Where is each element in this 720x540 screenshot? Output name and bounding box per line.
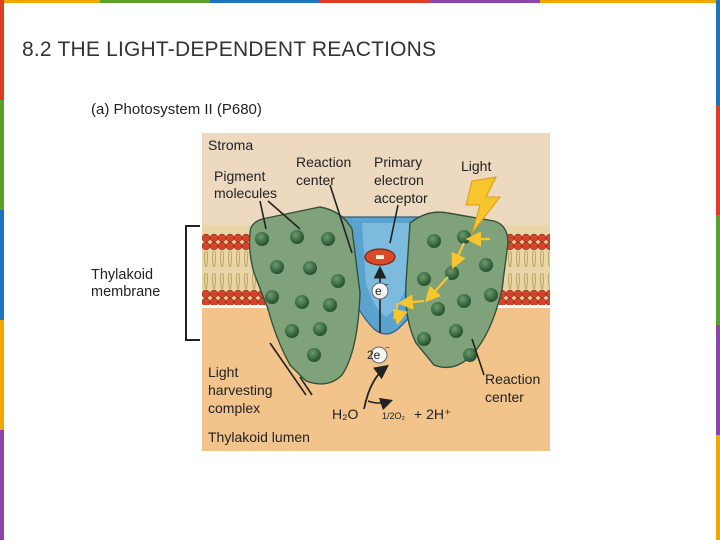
figure-caption: (a) Photosystem II (P680)	[91, 101, 262, 118]
reaction-center-top-1: Reaction	[296, 154, 351, 170]
half-o2-label: 1/2O₂	[382, 411, 406, 421]
electron-label: e	[375, 284, 382, 298]
leader-lines	[259, 184, 485, 396]
light-bolt-icon	[465, 176, 502, 234]
svg-text:−: −	[385, 343, 390, 352]
light-harvesting-2: harvesting	[208, 382, 273, 398]
thylakoid-label-line2: membrane	[91, 284, 161, 300]
top-accent-bar	[0, 0, 720, 3]
reaction-center-bottom-1: Reaction	[485, 371, 540, 387]
light-label: Light	[461, 158, 491, 174]
svg-text:−: −	[384, 280, 389, 289]
stroma-label: Stroma	[208, 137, 253, 153]
membrane-bracket	[185, 225, 200, 341]
water-label: H₂O	[332, 406, 359, 422]
reaction-center-bottom-2: center	[485, 389, 524, 405]
pigment-label-1: Pigment	[214, 168, 265, 184]
lumen-label: Thylakoid lumen	[208, 429, 310, 445]
primary-acceptor-2: electron	[374, 172, 424, 188]
electron-marker	[371, 282, 389, 300]
two-electrons-marker	[370, 346, 388, 364]
reaction-center-top-2: center	[296, 172, 335, 188]
pigment-molecules	[255, 230, 498, 362]
light-harvesting-1: Light	[208, 364, 238, 380]
thylakoid-label-line1: Thylakoid	[91, 267, 154, 283]
lumen-region	[202, 308, 550, 451]
right-reaction-center-protein	[405, 211, 509, 369]
primary-acceptor-1: Primary	[374, 154, 422, 170]
water-splitting-arrow	[363, 364, 389, 410]
products-label: + 2H⁺	[414, 406, 451, 422]
two-electrons-label: 2e	[367, 348, 381, 362]
thylakoid-membrane-label: Thylakoid membrane	[91, 267, 160, 301]
primary-acceptor-3: acceptor	[374, 190, 428, 206]
energy-transfer-arrows	[392, 231, 490, 326]
left-light-harvesting-protein	[248, 206, 361, 385]
light-harvesting-3: complex	[208, 400, 260, 416]
slide-title: 8.2 THE LIGHT-DEPENDENT REACTIONS	[22, 38, 437, 61]
photosystem-diagram: e − 2e − Stroma Pigment molecules Reacti…	[202, 133, 550, 451]
pigment-label-2: molecules	[214, 185, 277, 201]
